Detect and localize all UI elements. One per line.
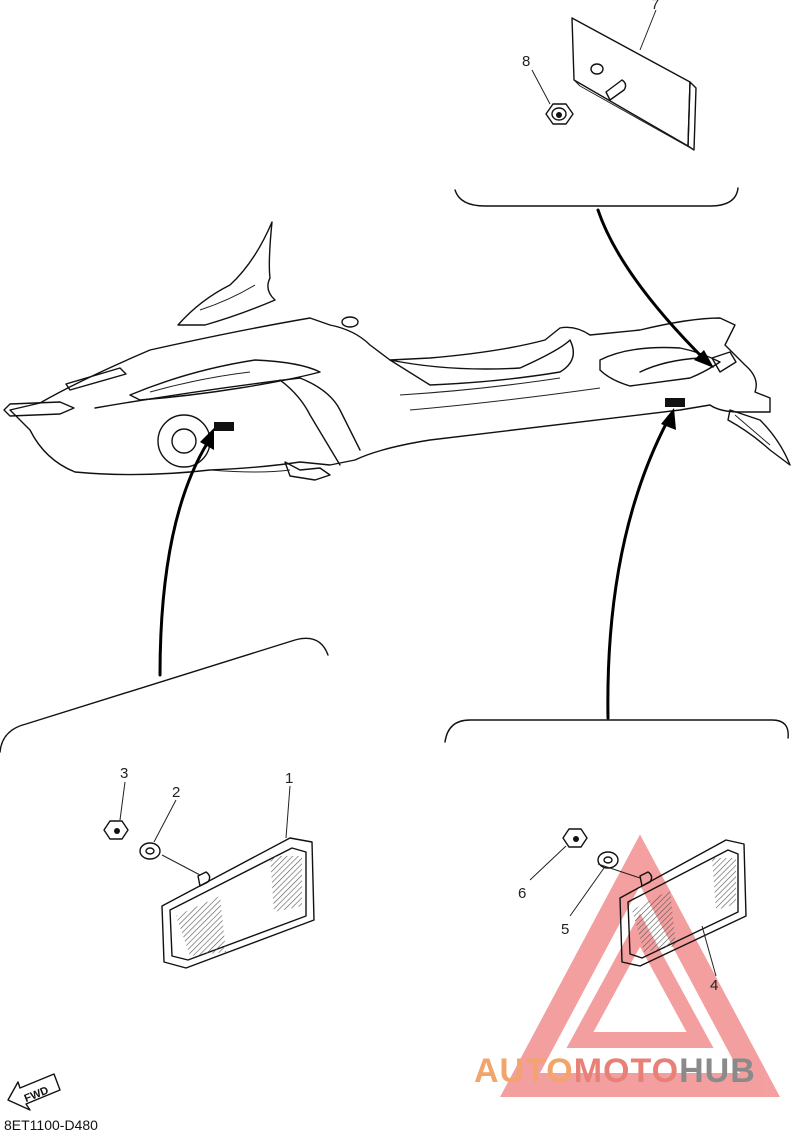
inset-right: 6 5 4 <box>444 719 789 994</box>
callout-8: 8 <box>522 53 530 70</box>
snowmobile-illustration <box>3 221 791 481</box>
arrow-to-rear-reflector <box>606 418 670 720</box>
inset-bracket-top <box>454 187 739 207</box>
callout-1: 1 <box>285 770 293 787</box>
leader-8 <box>531 69 551 105</box>
nut-right-part <box>562 828 588 848</box>
pointer-arrows <box>158 208 714 720</box>
watermark-text: AUTOMOTOHUB <box>474 1052 756 1091</box>
washer-right-part <box>597 851 619 869</box>
leader-1 <box>285 785 291 839</box>
callout-6: 6 <box>518 885 526 902</box>
arrow-to-taillight <box>596 208 707 362</box>
washer-left-part <box>139 842 161 860</box>
leader-4 <box>701 925 717 977</box>
leader-7 <box>639 9 657 51</box>
watermark-moto: MOTO <box>573 1052 680 1090</box>
snow-flap <box>727 409 791 466</box>
callout-3: 3 <box>120 765 128 782</box>
ski-tip <box>3 401 75 417</box>
fwd-label: FWD <box>23 1085 51 1106</box>
leader-2 <box>153 799 177 843</box>
taillight <box>711 351 737 373</box>
license-plate-part <box>571 17 697 151</box>
nut-left-part <box>103 820 129 840</box>
reflector-right-part <box>619 839 747 967</box>
part-code: 8ET1100-D480 <box>4 1117 98 1133</box>
inset-bracket-right <box>444 719 789 743</box>
body-outline <box>9 317 771 476</box>
arrow-to-side-reflector <box>158 440 210 677</box>
inset-left: 3 2 1 <box>0 637 329 969</box>
callout-2: 2 <box>172 784 180 801</box>
watermark-hub: HUB <box>679 1052 756 1090</box>
fwd-arrow-icon: FWD <box>7 1073 61 1111</box>
leader-3 <box>119 781 126 821</box>
callout-5: 5 <box>561 921 569 938</box>
leader-5 <box>569 867 605 917</box>
side-reflector-mark <box>214 422 234 431</box>
windshield <box>177 221 276 326</box>
leader-6 <box>529 845 567 881</box>
watermark-auto: AUTO <box>474 1052 574 1090</box>
seat <box>389 339 574 386</box>
rear-reflector-mark <box>665 398 685 407</box>
flange-nut-part <box>545 103 574 125</box>
inset-top-right: 8 7 <box>454 0 739 207</box>
inset-bracket-left <box>0 637 329 753</box>
callout-4: 4 <box>710 977 718 994</box>
watermark-triangle <box>500 834 780 1097</box>
reflector-left-part <box>161 837 315 969</box>
callout-7: 7 <box>651 0 659 13</box>
